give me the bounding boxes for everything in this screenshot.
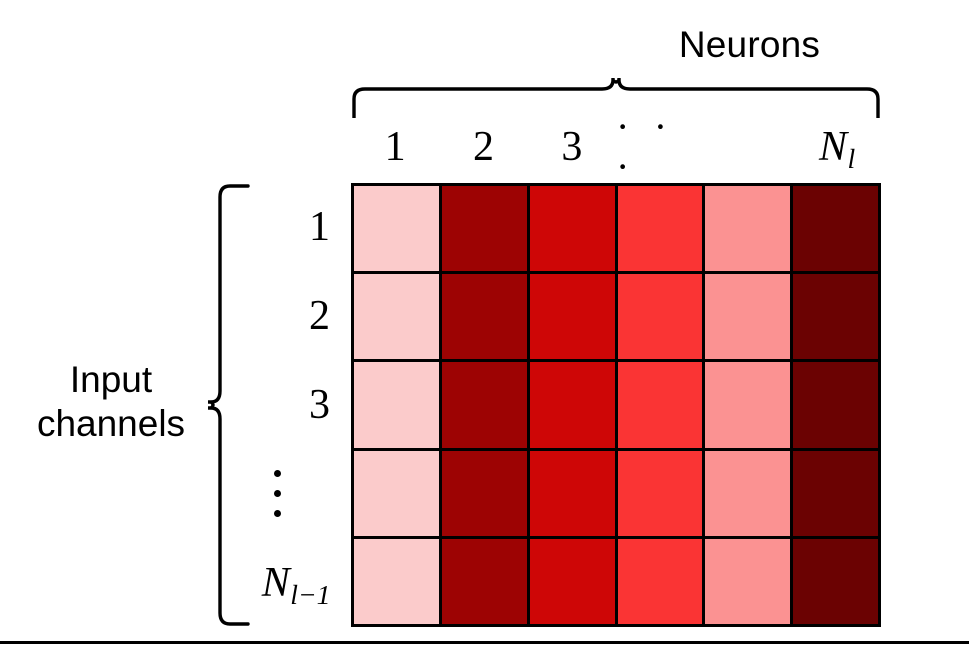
heatmap-cell xyxy=(529,362,615,448)
neurons-group-label: Neurons xyxy=(0,24,969,66)
ellipsis-dot xyxy=(273,470,281,478)
heatmap-cell xyxy=(529,186,615,272)
top-curly-brace xyxy=(351,76,881,120)
heatmap-cell xyxy=(617,538,703,624)
heatmap-cell xyxy=(354,274,439,360)
row-header-last: Nl−1 xyxy=(236,538,340,627)
heatmap-cell xyxy=(617,186,703,272)
row-header-1: 1 xyxy=(309,204,330,251)
heatmap-cell xyxy=(441,274,527,360)
heatmap-cell xyxy=(529,450,615,536)
heatmap-cell xyxy=(354,362,439,448)
heatmap-cell xyxy=(793,538,878,624)
row-header-2: 2 xyxy=(309,293,330,340)
bottom-divider xyxy=(0,641,969,644)
heatmap-cell xyxy=(793,450,878,536)
column-header-spacer xyxy=(704,116,792,178)
heatmap-cell xyxy=(705,450,791,536)
column-header-last: Nl xyxy=(793,116,881,178)
column-header-2: 2 xyxy=(472,124,494,170)
column-header-last-base: N xyxy=(818,124,847,170)
column-header-ellipsis: · · · xyxy=(615,104,675,189)
row-header-last-base: N xyxy=(261,559,290,606)
input-channels-label-line2: channels xyxy=(36,402,186,444)
heatmap-cell xyxy=(793,362,878,448)
heatmap-cell xyxy=(705,274,791,360)
heatmap-cell xyxy=(354,450,439,536)
heatmap-cell xyxy=(441,186,527,272)
input-channels-group-label: Input channels xyxy=(18,358,204,445)
heatmap-cell xyxy=(354,538,439,624)
row-header-3: 3 xyxy=(309,381,330,428)
row-header-ellipsis xyxy=(236,449,340,538)
input-channels-label-line1: Input xyxy=(69,359,153,400)
heatmap-cell xyxy=(793,186,878,272)
heatmap-cell xyxy=(529,274,615,360)
heatmap-cell xyxy=(617,450,703,536)
ellipsis-dot xyxy=(273,510,281,518)
heatmap-cell xyxy=(705,538,791,624)
weight-matrix-heatmap xyxy=(351,183,881,627)
neurons-group-label-text: Neurons xyxy=(678,24,821,65)
ellipsis-dot xyxy=(273,490,281,498)
row-header-column: 1 2 3 Nl−1 xyxy=(236,183,340,627)
heatmap-cell xyxy=(617,274,703,360)
heatmap-cell xyxy=(793,274,878,360)
heatmap-cell xyxy=(441,362,527,448)
row-header-last-subscript: l−1 xyxy=(290,578,331,610)
heatmap-cell xyxy=(617,362,703,448)
heatmap-cell xyxy=(441,538,527,624)
left-curly-brace xyxy=(206,183,250,627)
heatmap-cell xyxy=(705,362,791,448)
heatmap-cell xyxy=(354,186,439,272)
column-header-row: 1 2 3 · · · Nl xyxy=(351,104,881,189)
heatmap-cell xyxy=(441,450,527,536)
column-header-1: 1 xyxy=(384,124,406,170)
column-header-last-subscript: l xyxy=(847,143,856,175)
heatmap-cell xyxy=(529,538,615,624)
heatmap-cell xyxy=(705,186,791,272)
column-header-3: 3 xyxy=(561,124,583,170)
